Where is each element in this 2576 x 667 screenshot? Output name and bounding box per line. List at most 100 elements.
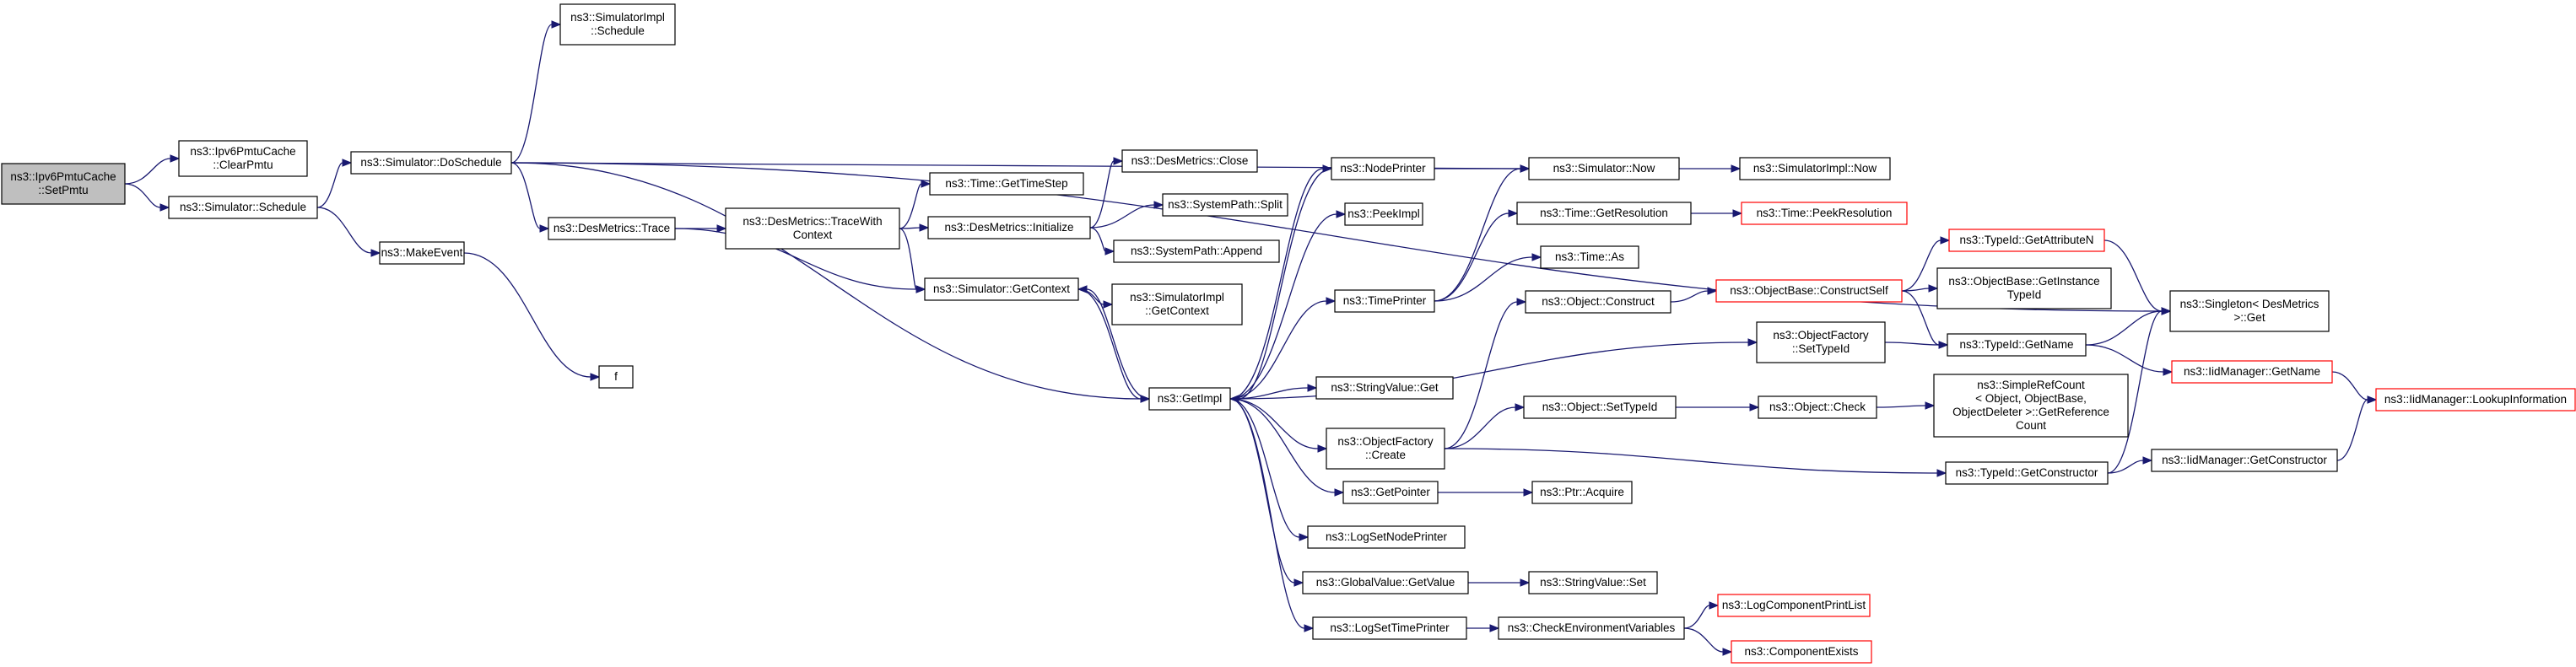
call-edge-getimpl-to-timeprinter (1229, 297, 1337, 400)
node-box (927, 216, 1091, 239)
node-label-line: ns3::ObjectBase::GetInstance (1948, 275, 2099, 288)
edge-arrowhead (170, 154, 181, 163)
node-label-line: ns3::SimulatorImpl (1130, 291, 1224, 304)
node-label-line: ns3::DesMetrics::Initialize (944, 221, 1073, 234)
node-getimpl[interactable]: ns3::GetImpl (1148, 387, 1231, 411)
node-doschedule[interactable]: ns3::Simulator::DoSchedule (350, 151, 512, 175)
node-schedule[interactable]: ns3::Simulator::Schedule (168, 196, 318, 219)
edge-line (1901, 290, 1940, 346)
node-constructself[interactable]: ns3::ObjectBase::ConstructSelf (1715, 279, 1903, 303)
node-implgetcontext[interactable]: ns3::SimulatorImpl::GetContext (1111, 283, 1243, 325)
node-gettimestep[interactable]: ns3::Time::GetTimeStep (929, 172, 1084, 196)
node-stringget[interactable]: ns3::StringValue::Get (1315, 376, 1454, 400)
node-clearpmtu[interactable]: ns3::Ipv6PmtuCache::ClearPmtu (178, 140, 308, 177)
edge-arrowhead (1731, 164, 1742, 173)
edge-line (1670, 290, 1709, 303)
node-lookupinfo[interactable]: ns3::IidManager::LookupInformation (2375, 388, 2576, 411)
node-label-line: ns3::GetImpl (1158, 392, 1223, 405)
node-ofsettypeid[interactable]: ns3::ObjectFactory::SetTypeId (1756, 321, 1886, 363)
node-globalgetvalue[interactable]: ns3::GlobalValue::GetValue (1302, 571, 1469, 594)
call-edge-getimpl-to-getpointer (1229, 398, 1345, 497)
node-simplerefcount[interactable]: ns3::SimpleRefCount< Object, ObjectBase,… (1933, 374, 2129, 438)
edge-arrowhead (1077, 285, 1088, 293)
edge-arrowhead (1489, 624, 1500, 632)
node-getresolution[interactable]: ns3::Time::GetResolution (1516, 202, 1692, 225)
node-implschedule[interactable]: ns3::SimulatorImpl::Schedule (559, 3, 676, 46)
node-now[interactable]: ns3::Simulator::Now (1528, 157, 1680, 180)
node-implnow[interactable]: ns3::SimulatorImpl::Now (1739, 157, 1891, 180)
edge-line (1434, 212, 1509, 302)
node-typeidgetname[interactable]: ns3::TypeId::GetName (1947, 333, 2087, 357)
node-split[interactable]: ns3::SystemPath::Split (1162, 193, 1288, 217)
node-objconstruct[interactable]: ns3::Object::Construct (1525, 290, 1671, 314)
node-label-line: ::SetTypeId (1792, 342, 1850, 355)
edge-arrowhead (2142, 456, 2153, 465)
node-box (1307, 525, 1466, 549)
edge-arrowhead (1307, 384, 1318, 392)
node-box (1528, 571, 1658, 594)
node-trace[interactable]: ns3::DesMetrics::Trace (548, 217, 676, 240)
node-label-line: ns3::Singleton< DesMetrics (2180, 298, 2319, 310)
node-box (1326, 428, 1445, 470)
node-box (1715, 279, 1903, 303)
node-append[interactable]: ns3::SystemPath::Append (1113, 239, 1280, 263)
node-label-line: >::Get (2233, 311, 2265, 324)
node-label-line: ns3::Simulator::Schedule (180, 201, 306, 213)
node-getcontext[interactable]: ns3::Simulator::GetContext (924, 277, 1079, 301)
node-logsetnodeprinter[interactable]: ns3::LogSetNodePrinter (1307, 525, 1466, 549)
node-iidgetname[interactable]: ns3::IidManager::GetName (2171, 360, 2333, 384)
node-typeidgetconstructor[interactable]: ns3::TypeId::GetConstructor (1945, 461, 2109, 485)
node-getattributen[interactable]: ns3::TypeId::GetAttributeN (1948, 229, 2105, 252)
node-label-line: ns3::ObjectFactory (1773, 329, 1869, 342)
edge-line (316, 162, 343, 208)
call-edge-typeidgetconstructor-to-iidgetconstructor (2107, 456, 2153, 474)
node-label-line: ns3::Ptr::Acquire (1540, 486, 1624, 498)
node-label-line: ::Create (1365, 449, 1406, 461)
node-nodeprinter[interactable]: ns3::NodePrinter (1331, 157, 1435, 180)
node-stringset[interactable]: ns3::StringValue::Set (1528, 571, 1658, 594)
node-peekresolution[interactable]: ns3::Time::PeekResolution (1741, 202, 1908, 225)
edge-line (1077, 288, 1142, 400)
node-box (1331, 157, 1435, 180)
node-makeevent[interactable]: ns3::MakeEvent (379, 241, 465, 265)
call-edge-typeidgetconstructor-to-singletonget (2107, 307, 2172, 474)
node-objcheck[interactable]: ns3::Object::Check (1758, 395, 1877, 419)
node-ptracquire[interactable]: ns3::Ptr::Acquire (1531, 481, 1633, 504)
node-box (1342, 481, 1439, 504)
node-label-line: ns3::Ipv6PmtuCache (190, 145, 295, 158)
node-box (1148, 387, 1231, 411)
edge-arrowhead (2161, 307, 2172, 315)
node-initialize[interactable]: ns3::DesMetrics::Initialize (927, 216, 1091, 239)
node-checkenv[interactable]: ns3::CheckEnvironmentVariables (1498, 616, 1685, 640)
edge-arrowhead (1531, 253, 1542, 261)
node-logsettimeprinter[interactable]: ns3::LogSetTimePrinter (1312, 616, 1467, 640)
node-f[interactable]: f (598, 365, 634, 389)
node-timeprinter[interactable]: ns3::TimePrinter (1334, 289, 1435, 313)
node-close[interactable]: ns3::DesMetrics::Close (1121, 149, 1258, 173)
node-objsettypeid[interactable]: ns3::Object::SetTypeId (1523, 395, 1677, 419)
node-box (1731, 640, 1872, 664)
call-edge-checkenv-to-logcomponentprintlist (1683, 601, 1720, 629)
node-iidgetconstructor[interactable]: ns3::IidManager::GetConstructor (2151, 449, 2338, 472)
edge-arrowhead (159, 203, 170, 212)
node-label-line: ns3::Time::PeekResolution (1757, 207, 1893, 219)
call-edge-getcontext-to-implgetcontext (1077, 288, 1114, 309)
edge-line (1683, 627, 1724, 653)
node-componentexists[interactable]: ns3::ComponentExists (1731, 640, 1872, 664)
node-label-line: ns3::NodePrinter (1340, 162, 1426, 175)
node-peekimpl[interactable]: ns3::PeekImpl (1344, 202, 1423, 226)
node-box (1302, 571, 1469, 594)
node-timeas[interactable]: ns3::Time::As (1540, 245, 1639, 269)
node-setpmtu[interactable]: ns3::Ipv6PmtuCache::SetPmtu (1, 163, 126, 205)
node-label-line: ns3::SimulatorImpl::Now (1753, 162, 1877, 175)
node-logcomponentprintlist[interactable]: ns3::LogComponentPrintList (1717, 594, 1871, 617)
edge-line (2107, 310, 2163, 474)
node-singletonget[interactable]: ns3::Singleton< DesMetrics >::Get (2169, 290, 2330, 332)
node-getpointer[interactable]: ns3::GetPointer (1342, 481, 1439, 504)
node-ofcreate[interactable]: ns3::ObjectFactory::Create (1326, 428, 1445, 470)
call-edge-objsettypeid-to-objcheck (1675, 403, 1760, 411)
node-label-line: ns3::Ipv6PmtuCache (10, 170, 116, 183)
edge-line (1229, 398, 1336, 493)
